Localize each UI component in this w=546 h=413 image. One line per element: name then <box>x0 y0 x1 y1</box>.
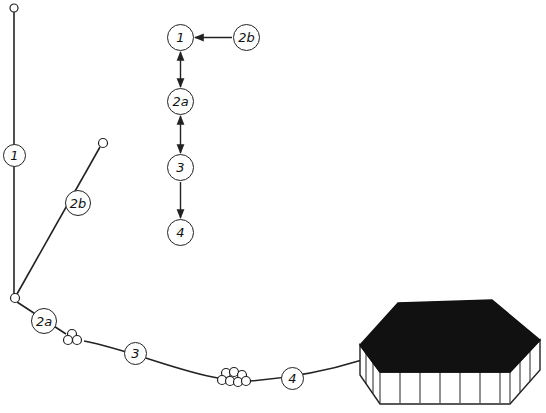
callout-number: 1 <box>176 31 184 44</box>
path-line <box>17 302 66 334</box>
scheme-arrow <box>180 116 181 153</box>
scheme-arrow <box>195 37 232 38</box>
callout-number: 4 <box>176 226 184 239</box>
atom <box>242 377 251 386</box>
atom <box>64 336 73 345</box>
atom <box>10 4 18 12</box>
callout-number: 1 <box>10 149 18 162</box>
atom <box>99 139 108 148</box>
callout-number: 2a <box>36 315 52 328</box>
callout-number: 3 <box>131 347 139 360</box>
scheme-arrow <box>180 182 181 218</box>
callout-circle: 3 <box>124 342 147 365</box>
path-line <box>17 147 100 294</box>
scheme-circle: 4 <box>167 219 194 246</box>
callout-circle: 1 <box>3 144 26 167</box>
callout-circle: 4 <box>281 367 304 390</box>
callout-number: 2b <box>238 31 255 44</box>
callout-circle: 2a <box>31 308 57 334</box>
scheme-circle: 1 <box>167 24 194 51</box>
callout-circle: 2b <box>65 190 91 216</box>
callout-number: 2b <box>70 197 87 210</box>
callout-number: 3 <box>176 161 184 174</box>
scheme-circle: 3 <box>167 154 194 181</box>
path-line <box>84 341 218 378</box>
callout-number: 2a <box>172 95 188 108</box>
callout-number: 4 <box>288 372 296 385</box>
scheme-circle: 2a <box>167 88 194 115</box>
path-line <box>250 360 362 381</box>
atom <box>11 294 20 303</box>
atom <box>73 336 82 345</box>
scheme-circle: 2b <box>233 24 260 51</box>
crystal <box>360 300 540 404</box>
scheme-arrow <box>180 52 181 87</box>
